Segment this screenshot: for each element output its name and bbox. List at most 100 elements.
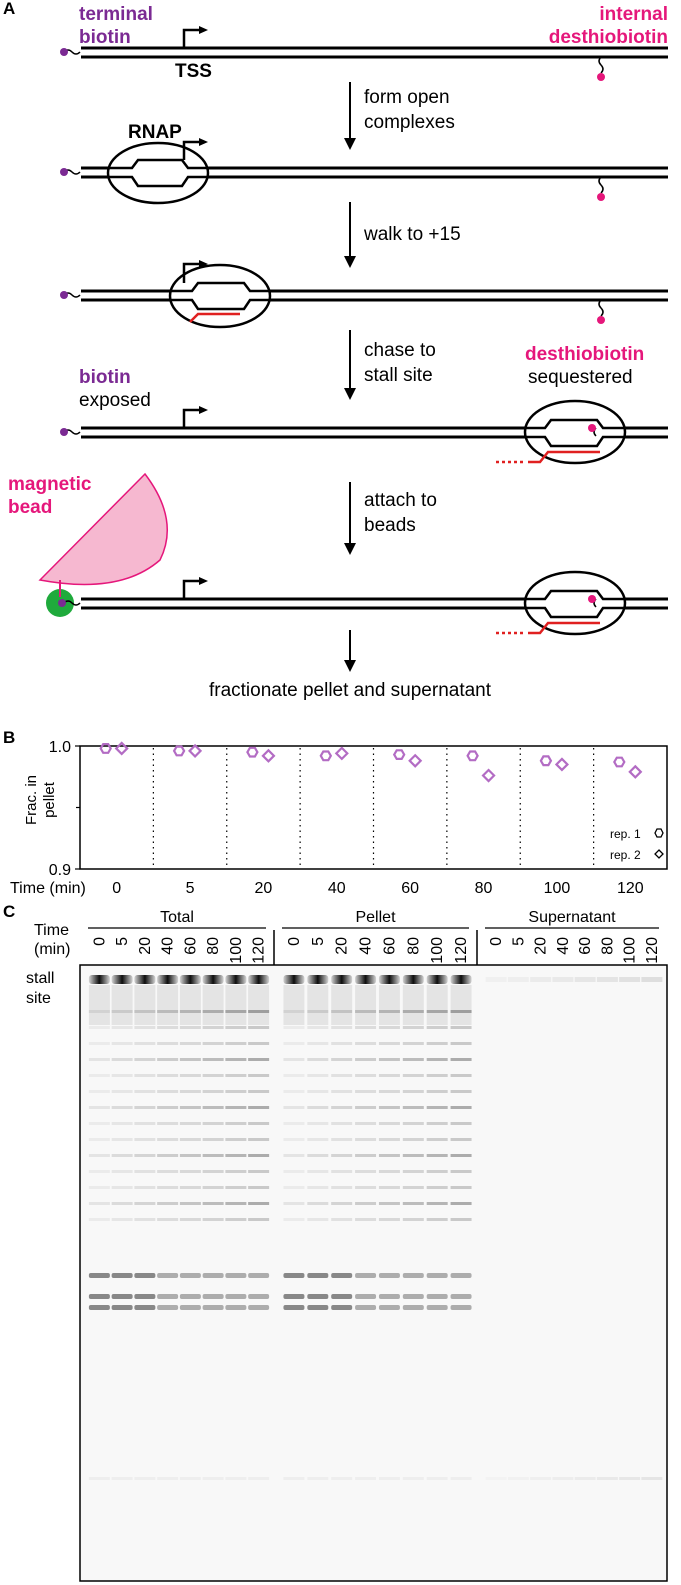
faint-band	[402, 1477, 424, 1480]
faint-band	[157, 1477, 179, 1480]
tss-label: TSS	[175, 61, 212, 82]
step-1-line-2: complexes	[364, 112, 455, 133]
y-tick-label: 0.9	[49, 862, 71, 879]
panel-a: A terminal biotin internal desthiobiotin…	[3, 0, 668, 701]
gel-lane-label: 5	[510, 937, 527, 946]
ladder-band	[283, 1218, 305, 1221]
desthiobiotin-dot-4	[588, 424, 596, 432]
gel-lane-label: 80	[205, 937, 222, 955]
ladder-band	[157, 1106, 179, 1109]
lower-band	[283, 1305, 305, 1310]
ladder-band	[378, 1170, 400, 1173]
lower-band	[111, 1294, 133, 1299]
super-band	[530, 977, 552, 982]
ladder-band	[378, 1202, 400, 1205]
ladder-band	[331, 1154, 353, 1157]
smear	[248, 985, 270, 1025]
group-dividers	[152, 748, 595, 867]
ladder-band	[307, 1122, 329, 1125]
ladder-band	[355, 1218, 377, 1221]
magnetic-bead-label-2: bead	[8, 497, 52, 518]
smear	[134, 985, 156, 1025]
ladder-band	[157, 1042, 179, 1045]
ladder-band	[88, 1010, 110, 1013]
gel-lane-label: 40	[358, 937, 375, 955]
smear	[225, 985, 247, 1025]
x-tick-label: 120	[617, 880, 644, 897]
ladder-band	[225, 1202, 247, 1205]
stall-band	[179, 975, 201, 984]
point-rep1	[613, 756, 626, 768]
smear	[331, 985, 353, 1025]
lower-band	[450, 1294, 472, 1299]
desthiobiotin-dot-3	[597, 316, 605, 324]
ladder-band	[202, 1010, 224, 1013]
ladder-band	[179, 1042, 201, 1045]
gel-lane-label: 0	[91, 937, 108, 946]
gel-lane-label: 20	[533, 937, 550, 955]
ladder-band	[111, 1218, 133, 1221]
gel-lane-label: 80	[599, 937, 616, 955]
ladder-band	[157, 1026, 179, 1029]
gel-lane-label: 80	[405, 937, 422, 955]
gel-image	[79, 964, 668, 1582]
ladder-band	[225, 1170, 247, 1173]
ladder-band	[248, 1186, 270, 1189]
legend-hexagon-icon	[654, 828, 664, 838]
ladder-band	[378, 1218, 400, 1221]
faint-band	[225, 1477, 247, 1480]
ladder-band	[331, 1170, 353, 1173]
legend-rep1: rep. 1	[610, 827, 641, 841]
dna-row-3	[63, 260, 668, 329]
lower-band	[283, 1294, 305, 1299]
ladder-band	[88, 1170, 110, 1173]
ladder-band	[426, 1138, 448, 1141]
ladder-band	[283, 1026, 305, 1029]
stall-band	[88, 975, 110, 984]
ladder-band	[307, 1042, 329, 1045]
lower-band	[179, 1294, 201, 1299]
point-rep1	[392, 749, 406, 761]
lower-band	[202, 1305, 224, 1310]
ladder-band	[307, 1186, 329, 1189]
ladder-band	[378, 1186, 400, 1189]
lower-band	[450, 1305, 472, 1310]
lower-band	[307, 1294, 329, 1299]
x-tick-label: 20	[255, 880, 273, 897]
ladder-band	[283, 1186, 305, 1189]
ladder-band	[283, 1010, 305, 1013]
ladder-band	[202, 1122, 224, 1125]
ladder-band	[202, 1090, 224, 1093]
ladder-band	[225, 1042, 247, 1045]
ladder-band	[426, 1170, 448, 1173]
ladder-band	[134, 1042, 156, 1045]
stall-band	[134, 975, 156, 984]
ladder-band	[88, 1186, 110, 1189]
ladder-band	[402, 1218, 424, 1221]
point-rep2	[408, 753, 423, 768]
ladder-band	[134, 1154, 156, 1157]
ladder-band	[402, 1074, 424, 1077]
gel-group-title: Pellet	[355, 909, 396, 926]
ladder-band	[378, 1154, 400, 1157]
gel-lane-label: 5	[114, 937, 131, 946]
faint-band	[111, 1477, 133, 1480]
super-band	[619, 977, 641, 982]
gel-lane-label: 120	[453, 937, 470, 964]
point-rep2	[628, 764, 643, 779]
ladder-band	[179, 1058, 201, 1061]
lower-band	[402, 1305, 424, 1310]
ladder-band	[450, 1026, 472, 1029]
ylabel-line-1: Frac. in	[23, 775, 40, 825]
ladder-band	[202, 1170, 224, 1173]
point-rep2	[114, 741, 129, 756]
faint-band	[378, 1477, 400, 1480]
smear	[355, 985, 377, 1025]
ladder-band	[157, 1154, 179, 1157]
ladder-band	[450, 1074, 472, 1077]
ladder-band	[248, 1202, 270, 1205]
lower-band	[134, 1273, 156, 1278]
stall-site-label-2: site	[26, 990, 51, 1007]
